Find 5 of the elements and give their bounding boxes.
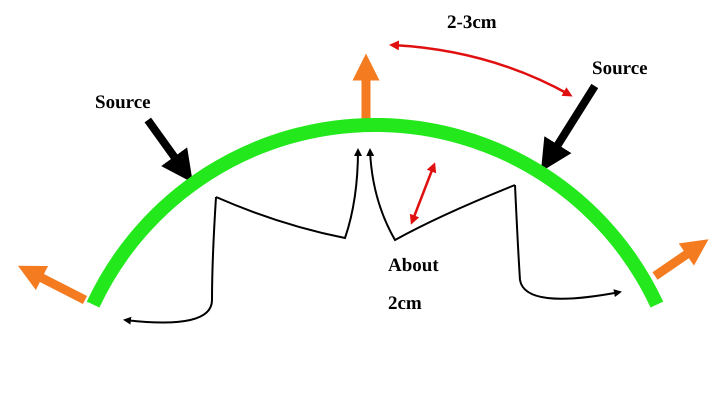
dimension-label: 2-3cm	[447, 12, 497, 34]
source-label: Source	[592, 58, 648, 80]
source-label: Source	[95, 92, 151, 114]
arc-outline	[86, 118, 664, 308]
dimension-label: About 2cm	[388, 254, 440, 316]
